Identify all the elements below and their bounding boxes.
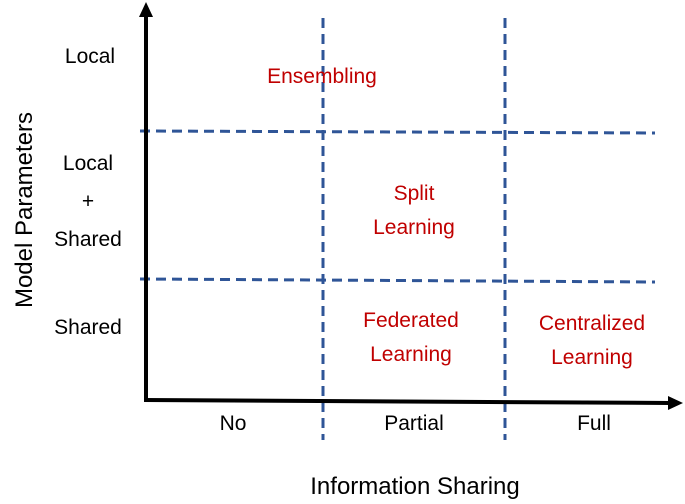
y-label-local: Local: [64, 45, 116, 68]
cell-federated-learning-line2: Learning: [370, 343, 452, 366]
cell-centralized-learning-line2: Learning: [551, 346, 633, 369]
y-axis-arrowhead: [139, 2, 153, 17]
cell-centralized-learning-line1: Centralized: [538, 312, 646, 335]
y-label-local-shared-line3: Shared: [54, 228, 122, 251]
y-label-local-shared-line1: Local: [62, 152, 114, 175]
cell-ensembling: Ensembling: [267, 65, 377, 88]
cell-split-learning-line2: Learning: [373, 216, 455, 239]
x-axis-line: [143, 398, 671, 405]
cell-split-learning: Split Learning: [334, 177, 494, 245]
horizontal-divider-2: [139, 277, 656, 284]
y-label-local-shared-plus: +: [81, 190, 95, 213]
cell-split-learning-line1: Split: [393, 182, 435, 205]
x-axis-arrowhead: [668, 396, 683, 410]
cell-centralized-learning: Centralized Learning: [512, 307, 672, 375]
y-axis-title: Model Parameters: [11, 111, 38, 309]
cell-federated-learning-line1: Federated: [363, 309, 459, 332]
horizontal-divider-1: [139, 129, 656, 135]
x-label-full: Full: [577, 412, 611, 435]
y-label-shared: Shared: [54, 316, 122, 339]
y-label-local-shared: Local + Shared: [38, 145, 138, 259]
x-axis-title: Information Sharing: [310, 473, 520, 500]
x-label-no: No: [219, 412, 247, 435]
cell-federated-learning: Federated Learning: [331, 304, 491, 372]
x-label-partial: Partial: [384, 412, 444, 435]
